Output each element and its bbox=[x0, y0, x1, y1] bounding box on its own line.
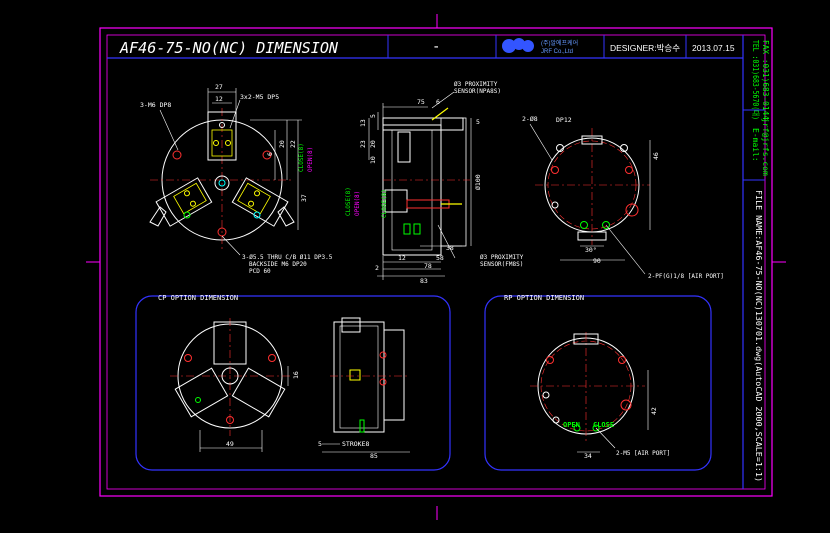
front-dim-12: 12 bbox=[215, 95, 223, 103]
contact-email: jrf@jrfs.com bbox=[761, 118, 770, 176]
side-dim-78: 78 bbox=[424, 262, 432, 270]
back-holes-label: 2-Ø8 bbox=[522, 115, 538, 123]
back-dim-46: 46 bbox=[652, 152, 660, 160]
side-dim-5: 5 bbox=[369, 114, 377, 118]
front-open-label: OPEN(8) bbox=[307, 147, 314, 172]
contact-tel: TEL :031)683-5670(대) bbox=[751, 40, 760, 120]
cp-dim-49: 49 bbox=[226, 440, 234, 448]
front-thru-line2: BACKSIDE M6 DP20 bbox=[249, 261, 307, 268]
contact-fax: FAX :031)683-0144 bbox=[761, 40, 770, 120]
front-thru-line1: 3-Ø5.5 THRU C/B Ø11 DP3.5 bbox=[242, 254, 333, 261]
side-dim-75: 75 bbox=[417, 98, 425, 106]
side-dim-2: 2 bbox=[375, 264, 379, 272]
side-dim-38: 38 bbox=[446, 244, 454, 252]
contact-email-label: E-mail: bbox=[751, 128, 760, 162]
front-holes-label: 3-M6 DP8 bbox=[140, 101, 171, 109]
cp-section-title: CP OPTION DIMENSION bbox=[158, 294, 238, 302]
side-open-label: OPEN(8) bbox=[354, 191, 361, 216]
side-dim-6: 6 bbox=[436, 98, 440, 106]
cp-stroke: STROKE8 bbox=[342, 440, 369, 448]
side-dim-13: 13 bbox=[359, 119, 367, 127]
drawing-date: 2013.07.15 bbox=[692, 43, 735, 53]
side-dim-5b: 5 bbox=[476, 118, 480, 126]
front-close-label: CLOSE(8) bbox=[298, 143, 305, 172]
side-sensor-top-2: SENSOR(NPA8S) bbox=[454, 88, 501, 95]
side-sensor-top-1: Ø3 PROXIMITY bbox=[454, 81, 498, 88]
rp-dim-42: 42 bbox=[650, 407, 658, 415]
title-block: AF46-75-NO(NC) DIMENSION - (주)알에프케어 JRF … bbox=[107, 35, 770, 489]
back-holes-depth: DP12 bbox=[556, 116, 572, 124]
side-view: Ø3 PROXIMITY SENSOR(NPA8S) 75 6 13 5 23 … bbox=[345, 81, 524, 285]
file-name: FILE NAME:AF46-75-NO(NC)130701.dwg(AutoC… bbox=[754, 190, 763, 482]
cp-dim-16: 16 bbox=[292, 371, 300, 379]
back-dim-90: 90 bbox=[593, 257, 601, 265]
side-close-label: CLOSE(8) bbox=[345, 187, 352, 216]
side-close-label-b: CLOSE(8) bbox=[381, 189, 388, 218]
front-dim-37: 37 bbox=[300, 194, 308, 202]
front-dim-6: 6 bbox=[266, 152, 274, 156]
designer-label: DESIGNER:박승수 bbox=[610, 43, 680, 53]
drawing-title: AF46-75-NO(NC) DIMENSION bbox=[119, 39, 339, 57]
front-dim-22: 22 bbox=[289, 140, 297, 148]
rp-port-label: 2-M5 [AIR PORT] bbox=[616, 450, 670, 457]
rp-section-title: RP OPTION DIMENSION bbox=[504, 294, 584, 302]
side-dim-83: 83 bbox=[420, 277, 428, 285]
side-dim-100: Ø100 bbox=[474, 174, 482, 190]
cp-dim-85: 85 bbox=[370, 452, 378, 460]
svg-text:JRF Co.,Ltd: JRF Co.,Ltd bbox=[541, 49, 573, 55]
side-dim-20: 20 bbox=[369, 140, 377, 148]
back-dim-30: 30° bbox=[585, 246, 597, 254]
cp-option-panel: CP OPTION DIMENSION 16 49 bbox=[135, 294, 451, 471]
rp-open: OPEN bbox=[563, 421, 580, 429]
side-dim-23: 23 bbox=[359, 140, 367, 148]
front-slot-label: 3x2-M5 DP5 bbox=[240, 93, 279, 101]
inner-frame bbox=[106, 34, 766, 490]
side-dim-58: 58 bbox=[436, 254, 444, 262]
front-dim-27: 27 bbox=[215, 83, 223, 91]
side-dim-10: 10 bbox=[369, 156, 377, 164]
front-view: 27 12 3x2-M5 DP5 3-M6 DP8 6 20 22 37 CLO… bbox=[140, 83, 333, 275]
cp-dim-5: 5 bbox=[318, 440, 322, 448]
back-view: 2-Ø8 DP12 46 30° 90 2-PF(G)1/8 [AIR PORT… bbox=[522, 115, 724, 280]
back-port-label: 2-PF(G)1/8 [AIR PORT] bbox=[648, 273, 724, 280]
side-sensor-bot-1: Ø3 PROXIMITY bbox=[480, 254, 524, 261]
front-thru-line3: PCD 60 bbox=[249, 268, 271, 275]
rp-dim-34: 34 bbox=[584, 452, 592, 460]
company-logo: (주)알에프케어 JRF Co.,Ltd bbox=[502, 38, 578, 55]
rp-option-panel: RP OPTION DIMENSION 42 OPEN CLOSE 34 2-M… bbox=[484, 294, 712, 471]
rp-close: CLOSE bbox=[593, 421, 614, 429]
side-dim-12: 12 bbox=[398, 254, 406, 262]
svg-text:(주)알에프케어: (주)알에프케어 bbox=[541, 39, 578, 47]
side-sensor-bot-2: SENSOR(FM8S) bbox=[480, 261, 523, 268]
title-dash: - bbox=[432, 39, 440, 55]
front-dim-20: 20 bbox=[278, 140, 286, 148]
outer-frame bbox=[99, 27, 773, 497]
registration-marks bbox=[86, 14, 786, 520]
